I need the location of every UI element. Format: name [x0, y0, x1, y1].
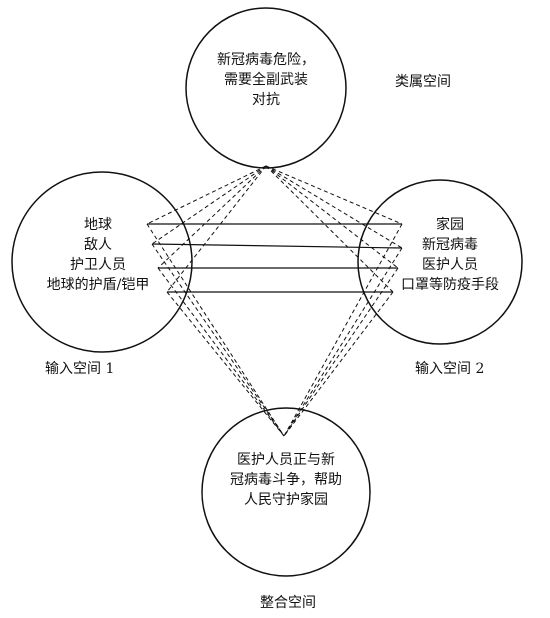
input-space-2-items: 家园 新冠病毒 医护人员 口罩等防疫手段	[393, 215, 507, 295]
mapping-line-enemy-virus	[151, 243, 403, 249]
input-space-2-item: 口罩等防疫手段	[401, 277, 499, 293]
projection-line	[146, 223, 285, 437]
input-space-2-label: 输入空间 2	[415, 361, 485, 377]
projection-line	[265, 165, 403, 225]
cross-space-mapping-lines	[147, 223, 403, 293]
generic-space-label: 类属空间	[395, 74, 451, 90]
projection-line	[265, 165, 399, 269]
blended-space-circle	[201, 407, 371, 577]
input-space-1-item: 护卫人员	[70, 257, 126, 273]
blended-space-line: 冠病毒斗争，帮助	[230, 472, 342, 488]
input-space-1-circle	[11, 171, 193, 353]
blended-space-label: 整合空间	[260, 595, 316, 611]
input-space-2-item: 家园	[436, 217, 464, 233]
projection-line	[151, 165, 267, 245]
generic-space-line: 新冠病毒危险，	[217, 52, 315, 68]
blended-space-line: 人民守护家园	[244, 492, 328, 508]
projection-line	[265, 165, 394, 293]
projection-line	[283, 223, 403, 437]
projection-line	[166, 165, 267, 293]
projection-line	[283, 267, 399, 437]
generic-space-text: 新冠病毒危险， 需要全副武装 对抗	[206, 50, 326, 110]
input-space-2-circle	[357, 179, 523, 345]
generic-space-line: 需要全副武装	[224, 72, 308, 88]
projection-line	[146, 165, 267, 225]
projection-line	[157, 165, 267, 269]
blended-space-line: 医护人员正与新	[237, 452, 335, 468]
projection-line	[157, 267, 285, 437]
input-space-1-item: 敌人	[84, 237, 112, 253]
projection-lines-to-blend	[146, 223, 403, 437]
input-space-2-item: 新冠病毒	[422, 237, 478, 253]
input-space-2-item: 医护人员	[422, 257, 478, 273]
projection-line	[265, 165, 403, 249]
projection-line	[151, 243, 285, 437]
projection-line	[166, 291, 285, 437]
input-space-1-item: 地球	[84, 217, 112, 233]
generic-space-line: 对抗	[252, 92, 280, 108]
blended-space-text: 医护人员正与新 冠病毒斗争，帮助 人民守护家园	[222, 450, 350, 510]
projection-line	[283, 291, 394, 437]
projection-line	[283, 247, 403, 437]
input-space-1-item: 地球的护盾/铠甲	[46, 277, 150, 293]
generic-space-circle	[185, 7, 347, 169]
input-space-1-label: 输入空间 1	[45, 361, 115, 377]
input-space-1-items: 地球 敌人 护卫人员 地球的护盾/铠甲	[30, 215, 166, 295]
projection-lines-from-generic	[146, 165, 403, 293]
